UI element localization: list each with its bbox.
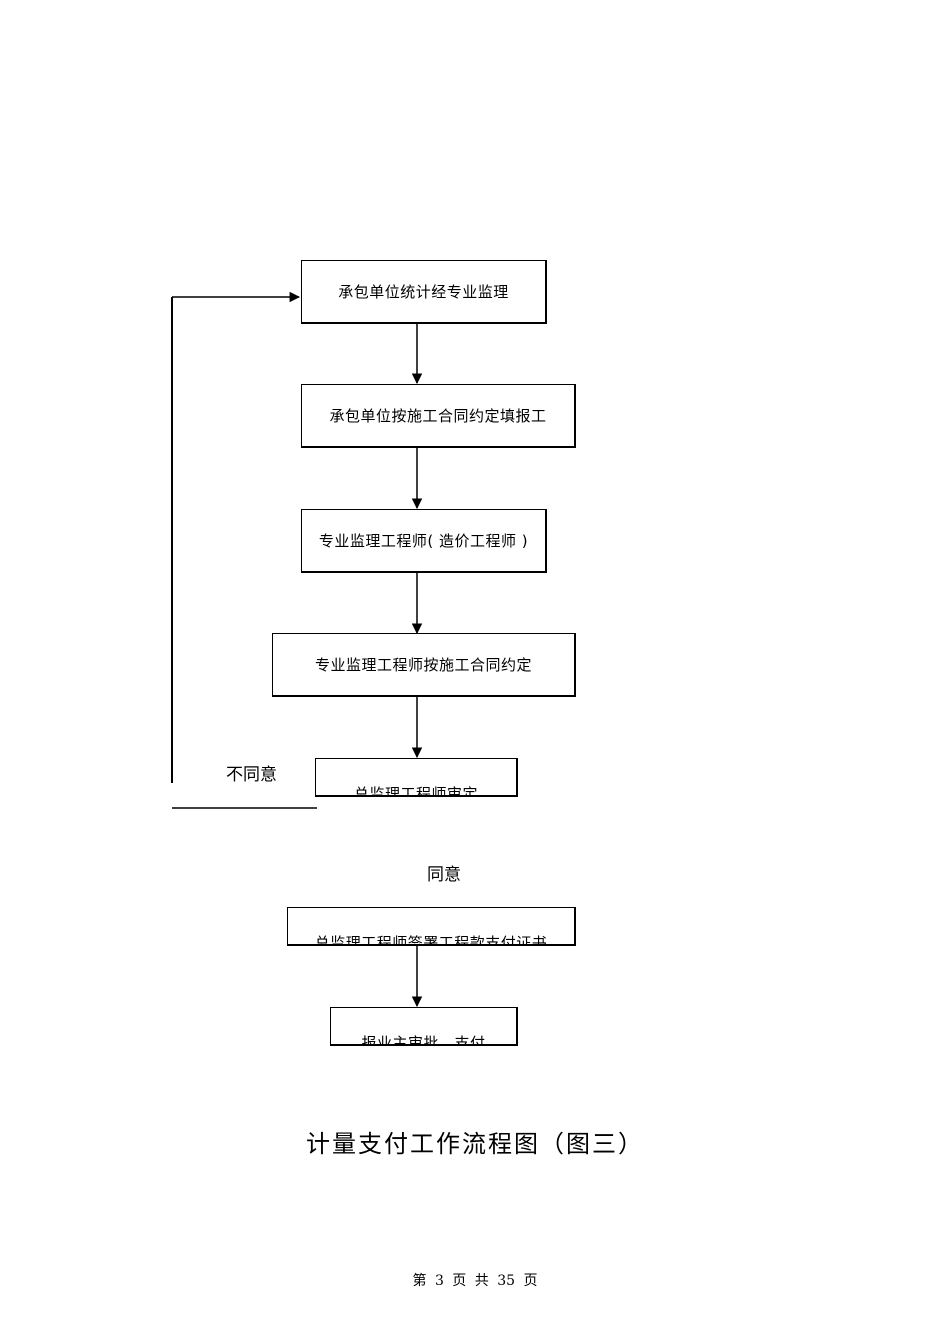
node-n5: 总监理工程师审定 [315, 758, 518, 797]
node-n1: 承包单位统计经专业监理 [301, 260, 547, 324]
node-n7: 报业主审批、支付 [330, 1007, 518, 1046]
node-n2-text: 承包单位按施工合同约定填报工 [329, 407, 547, 425]
edge-label-disagree: 不同意 [226, 765, 277, 785]
node-n4: 专业监理工程师按施工合同约定 [272, 633, 576, 697]
node-n7-text: 报业主审批、支付 [361, 1034, 486, 1046]
node-n1-text: 承包单位统计经专业监理 [338, 283, 509, 301]
node-n6-text: 总监理工程师签署工程款支付证书 [314, 934, 548, 946]
edge-label-agree: 同意 [427, 865, 461, 885]
node-n4-text: 专业监理工程师按施工合同约定 [314, 656, 532, 674]
node-n3-text: 专业监理工程师( 造价工程师 ) [318, 532, 529, 550]
node-n5-text: 总监理工程师审定 [353, 785, 478, 797]
node-n3: 专业监理工程师( 造价工程师 ) [301, 509, 547, 573]
page-number: 第 3 页 共 35 页 [412, 1273, 538, 1289]
node-n2: 承包单位按施工合同约定填报工 [301, 384, 576, 448]
node-n6: 总监理工程师签署工程款支付证书 [287, 907, 576, 946]
diagram-title: 计量支付工作流程图（图三） [306, 1130, 644, 1158]
